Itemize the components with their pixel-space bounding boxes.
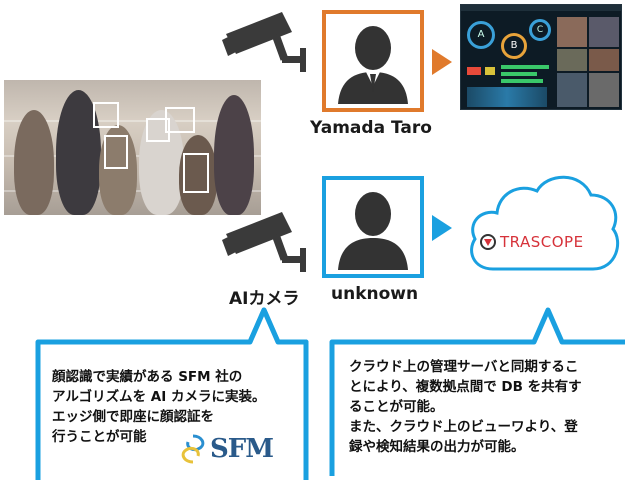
- trascope-logo: TRASCOPE: [480, 233, 584, 251]
- security-camera-icon: [222, 12, 306, 72]
- cloud-icon: [470, 175, 620, 271]
- gauge-b: B: [501, 33, 527, 59]
- unknown-person-profile: [322, 176, 424, 278]
- face-detection-box: [93, 102, 119, 128]
- sfm-logo: SFM: [178, 434, 274, 464]
- text-line: エッジ側で即座に顔認証を: [52, 409, 214, 425]
- security-camera-icon: [222, 212, 306, 272]
- trascope-mark-icon: [480, 234, 496, 250]
- crowd-photo: [4, 80, 261, 215]
- right-callout-frame: [329, 307, 625, 476]
- arrow-right-icon: [432, 215, 452, 241]
- text-line: アルゴリズムを AI カメラに実装。: [52, 389, 266, 405]
- trascope-brand-text: TRASCOPE: [500, 233, 584, 251]
- gauge-c: C: [529, 19, 551, 41]
- sfm-swirl-icon: [181, 434, 205, 464]
- face-detection-box: [165, 107, 195, 133]
- person-silhouette-icon: [338, 192, 408, 270]
- unknown-person-label: unknown: [331, 284, 419, 304]
- arrow-right-icon: [432, 49, 452, 75]
- face-detection-box: [146, 118, 170, 142]
- dashboard-screenshot: A B C: [460, 4, 622, 110]
- person-silhouette-icon: [338, 26, 408, 104]
- text-line: 行うことが可能: [52, 429, 147, 445]
- left-callout-frame: [35, 307, 309, 480]
- text-line: 顔認識で実績がある SFM 社の: [52, 369, 243, 385]
- known-person-profile: [322, 10, 424, 112]
- ai-camera-label: AIカメラ: [229, 289, 300, 309]
- sfm-logo-text: SFM: [210, 434, 274, 464]
- text-line: ることが可能。: [349, 399, 444, 415]
- left-callout-text: 顔認識で実績がある SFM 社の アルゴリズムを AI カメラに実装。 エッジ側…: [52, 367, 265, 447]
- text-line: また、クラウド上のビューワより、登: [349, 419, 578, 435]
- gauge-a: A: [467, 21, 495, 49]
- text-line: とにより、複数拠点間で DB を共有す: [349, 379, 582, 395]
- face-detection-box: [183, 153, 209, 193]
- face-detection-box: [104, 135, 128, 169]
- known-person-label: Yamada Taro: [310, 118, 432, 138]
- text-line: 録や検知結果の出力が可能。: [349, 439, 525, 455]
- text-line: クラウド上の管理サーバと同期するこ: [349, 359, 579, 375]
- right-callout-text: クラウド上の管理サーバと同期するこ とにより、複数拠点間で DB を共有す るこ…: [349, 357, 582, 457]
